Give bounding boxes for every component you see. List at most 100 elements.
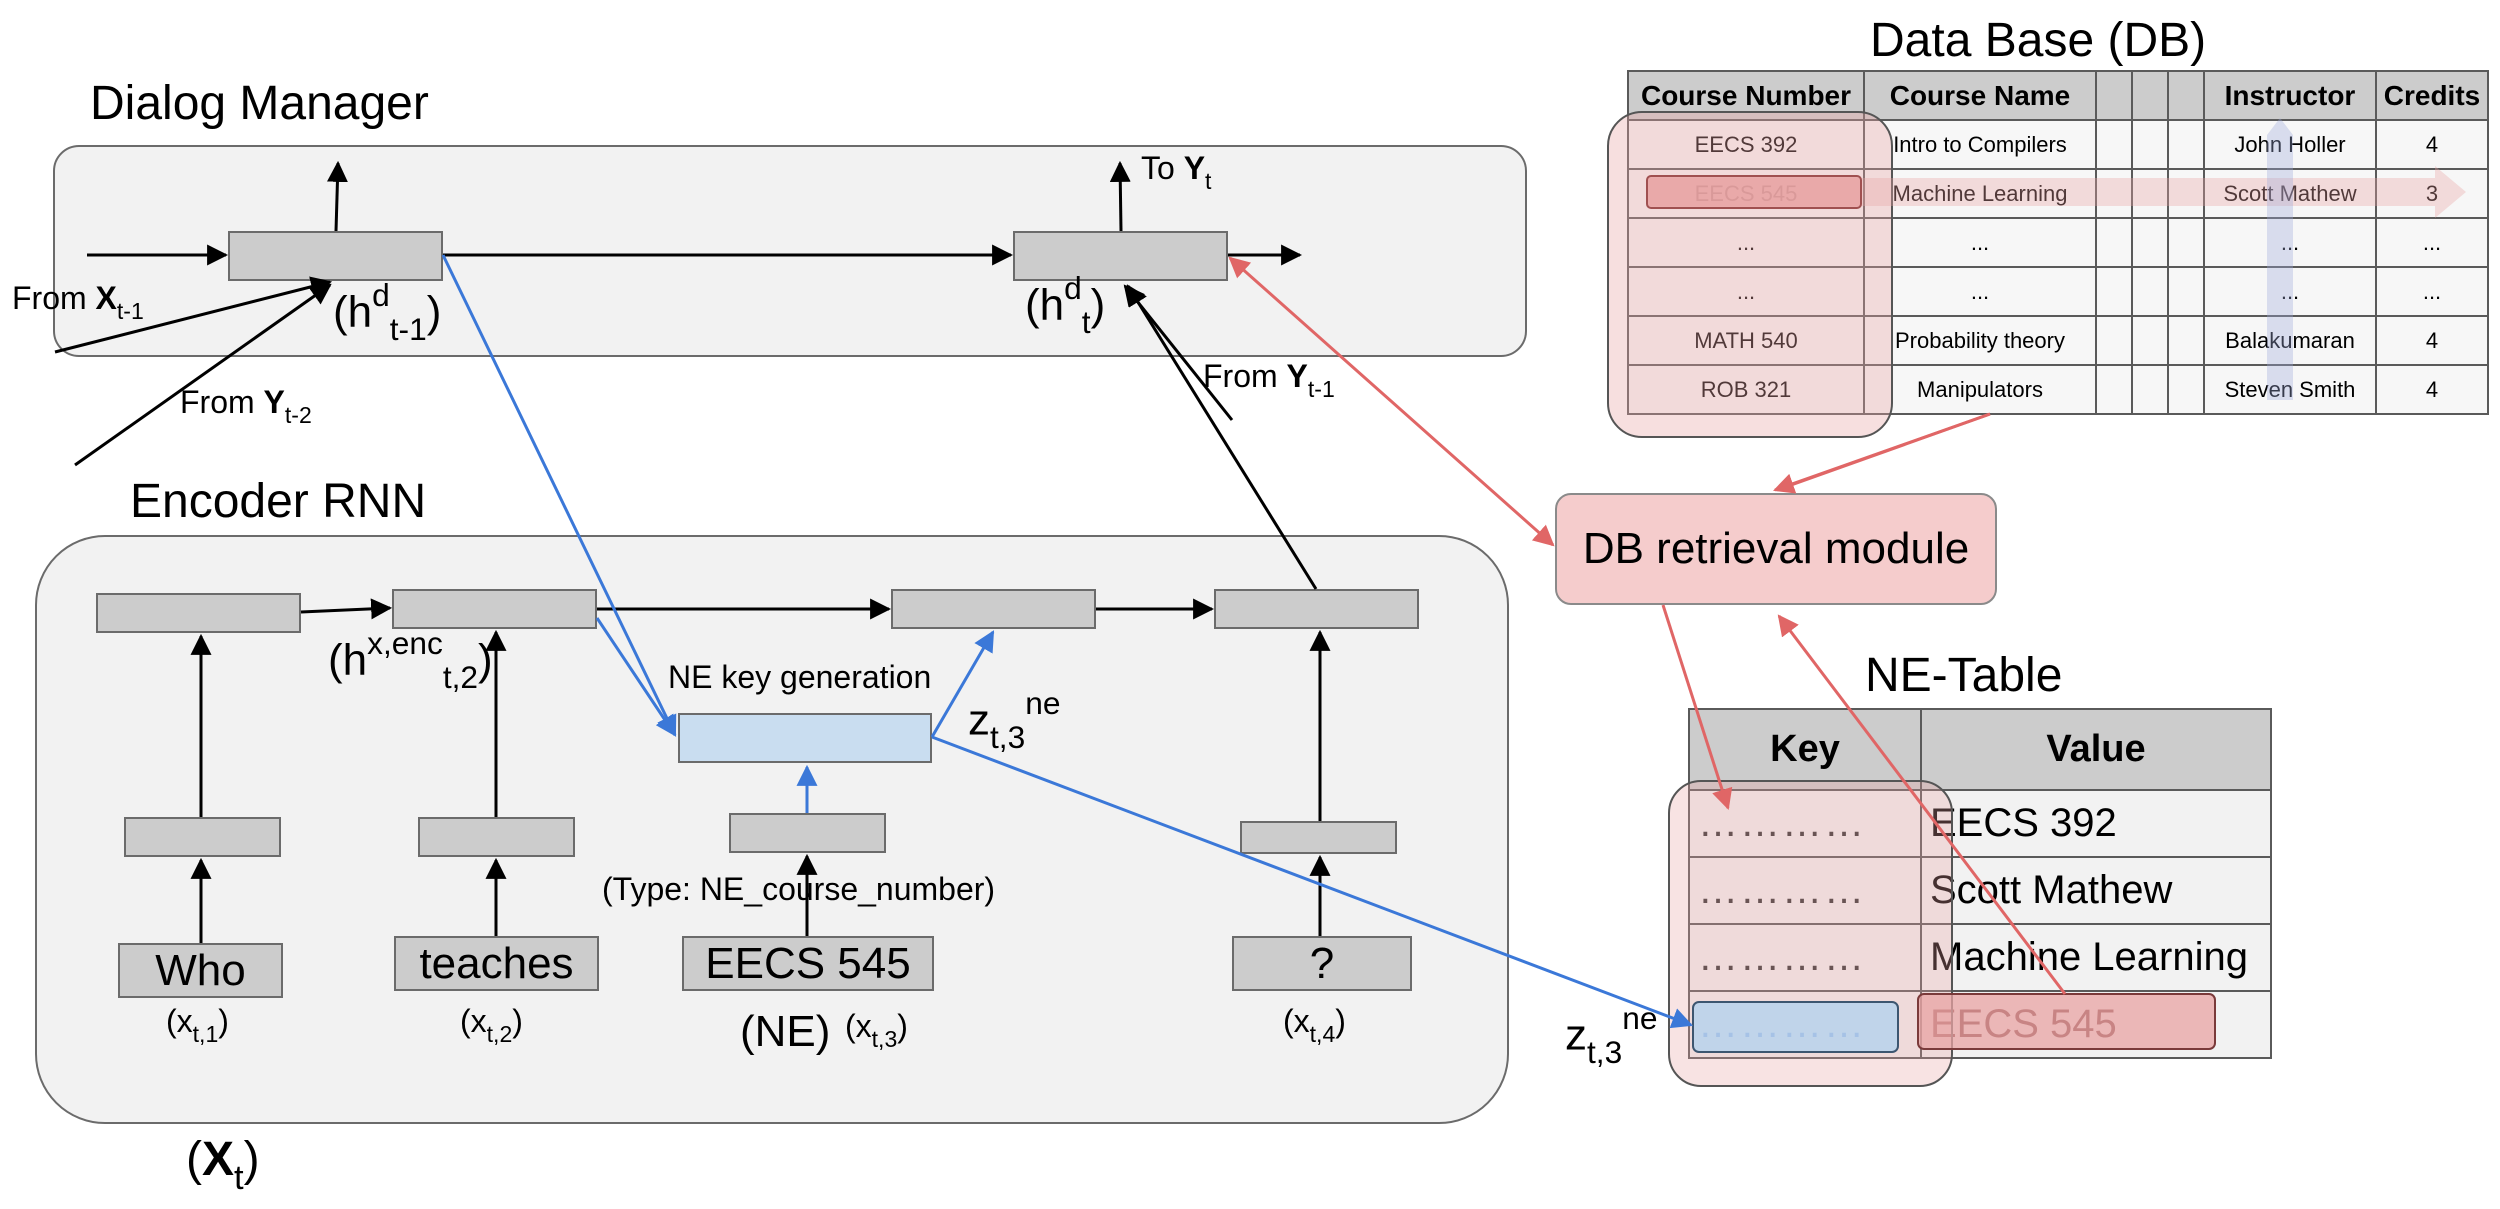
db-instructor-arrow bbox=[2267, 118, 2293, 400]
encoder-arrows bbox=[190, 598, 1331, 943]
db-cell: ROB 321 bbox=[1627, 364, 1865, 415]
ne-header-key: Key bbox=[1688, 708, 1922, 791]
db-cell bbox=[2095, 315, 2133, 366]
db-highlights bbox=[1607, 111, 2466, 438]
db-cell: ... bbox=[1863, 217, 2097, 268]
db-cell: ... bbox=[2203, 217, 2377, 268]
db-cell: ... bbox=[1627, 266, 1865, 317]
db-cell: EECS 392 bbox=[1627, 119, 1865, 170]
x-t-label: (Xt) bbox=[186, 1133, 260, 1198]
db-cell: ... bbox=[2203, 266, 2377, 317]
db-cell bbox=[2131, 315, 2169, 366]
db-cell: John Holler bbox=[2203, 119, 2377, 170]
db-cell bbox=[2167, 168, 2205, 219]
embedding-1 bbox=[124, 817, 281, 857]
ne-header-row: Key Value bbox=[1688, 708, 2272, 791]
red-arrows bbox=[1228, 256, 2067, 995]
to-y-label: To Yt bbox=[1141, 150, 1212, 194]
db-cell: MATH 540 bbox=[1627, 315, 1865, 366]
db-cell: Scott Mathew bbox=[2203, 168, 2377, 219]
x-t4-label: (xt,4) bbox=[1283, 1003, 1346, 1047]
ne-key-generation-cell bbox=[678, 713, 932, 763]
from-y-t2-label: From Yt-2 bbox=[180, 384, 312, 428]
db-header-blank-1 bbox=[2095, 70, 2133, 121]
ne-value-cell: Scott Mathew bbox=[1920, 856, 2272, 925]
dialog-state-prev-label: (hdt-1) bbox=[333, 277, 442, 347]
db-header-course-name: Course Name bbox=[1863, 70, 2097, 121]
encoder-rnn-title: Encoder RNN bbox=[130, 475, 427, 528]
ne-highlights bbox=[1668, 780, 2216, 1087]
db-header-blank-3 bbox=[2167, 70, 2205, 121]
db-cell: ... bbox=[1627, 217, 1865, 268]
db-cell bbox=[2095, 119, 2133, 170]
db-cell: Probability theory bbox=[1863, 315, 2097, 366]
db-cell bbox=[2131, 364, 2169, 415]
database-title: Data Base (DB) bbox=[1870, 14, 2207, 67]
type-label: (Type: NE_course_number) bbox=[602, 871, 996, 907]
table-row: EECS 392 Intro to Compilers John Holler … bbox=[1627, 119, 2489, 170]
from-x-label: From Xt-1 bbox=[12, 280, 144, 324]
ne-key-generation-label: NE key generation bbox=[668, 659, 932, 695]
table-row: ... ... ... ... bbox=[1627, 266, 2489, 317]
db-cell: Intro to Compilers bbox=[1863, 119, 2097, 170]
ne-value-cell: Machine Learning bbox=[1920, 923, 2272, 992]
embedding-2 bbox=[418, 817, 575, 857]
db-cell: Balakumaran bbox=[2203, 315, 2377, 366]
db-cell: ... bbox=[2375, 217, 2489, 268]
db-cell bbox=[2095, 364, 2133, 415]
z-ne-label: zt,3ne bbox=[968, 685, 1061, 755]
ne-key-cell: ………… bbox=[1688, 923, 1922, 992]
db-cell bbox=[2167, 217, 2205, 268]
ne-table-z-label: zt,3ne bbox=[1565, 1000, 1658, 1070]
db-cell: 4 bbox=[2375, 315, 2489, 366]
ne-tag-label: (NE) bbox=[740, 1007, 831, 1056]
encoder-state-2 bbox=[392, 589, 597, 629]
embedding-3 bbox=[729, 813, 886, 853]
db-cell bbox=[2131, 217, 2169, 268]
db-header-blank-2 bbox=[2131, 70, 2169, 121]
x-t3-label: (xt,3) bbox=[845, 1008, 908, 1052]
db-cell: ... bbox=[2375, 266, 2489, 317]
ne-header-value: Value bbox=[1920, 708, 2272, 791]
encoder-state-3 bbox=[891, 589, 1096, 629]
ne-key-cell: ………… bbox=[1688, 856, 1922, 925]
db-cell: 3 bbox=[2375, 168, 2489, 219]
db-cell: 4 bbox=[2375, 119, 2489, 170]
db-match-highlight bbox=[1646, 175, 1862, 209]
db-cell: Machine Learning bbox=[1863, 168, 2097, 219]
db-cell: 4 bbox=[2375, 364, 2489, 415]
db-cell bbox=[2095, 217, 2133, 268]
encoder-state-4 bbox=[1214, 589, 1419, 629]
db-header-instructor: Instructor bbox=[2203, 70, 2377, 121]
table-row: ... ... ... ... bbox=[1627, 217, 2489, 268]
db-cell: Steven Smith bbox=[2203, 364, 2377, 415]
x-t1-label: (xt,1) bbox=[166, 1003, 229, 1047]
db-cell: Manipulators bbox=[1863, 364, 2097, 415]
ne-value-cell: EECS 392 bbox=[1920, 789, 2272, 858]
db-cell bbox=[2131, 168, 2169, 219]
table-row: ………… Scott Mathew bbox=[1688, 856, 2272, 925]
input-word-question: ? bbox=[1232, 936, 1412, 991]
ne-table-title: NE-Table bbox=[1865, 649, 2063, 702]
dialog-manager-title: Dialog Manager bbox=[90, 77, 429, 130]
input-word-who: Who bbox=[118, 943, 283, 998]
ne-value-match-highlight bbox=[1917, 993, 2216, 1050]
database-table: Course Number Course Name Instructor Cre… bbox=[1627, 70, 2489, 415]
table-row: MATH 540 Probability theory Balakumaran … bbox=[1627, 315, 2489, 366]
embedding-4 bbox=[1240, 821, 1397, 854]
db-retrieval-module: DB retrieval module bbox=[1555, 493, 1997, 605]
dialog-state-prev-cell bbox=[228, 231, 443, 281]
dialog-state-curr-label: (hdt) bbox=[1025, 270, 1106, 340]
db-cell bbox=[2167, 119, 2205, 170]
db-cell bbox=[2167, 364, 2205, 415]
db-cell bbox=[2095, 168, 2133, 219]
db-cell bbox=[2131, 119, 2169, 170]
blue-arrows bbox=[441, 254, 1693, 1029]
db-cell bbox=[2167, 266, 2205, 317]
x-t2-label: (xt,2) bbox=[460, 1003, 523, 1047]
table-row: ………… Machine Learning bbox=[1688, 923, 2272, 992]
encoder-state-1 bbox=[96, 593, 301, 633]
db-cell bbox=[2095, 266, 2133, 317]
table-row: ………… EECS 392 bbox=[1688, 789, 2272, 858]
